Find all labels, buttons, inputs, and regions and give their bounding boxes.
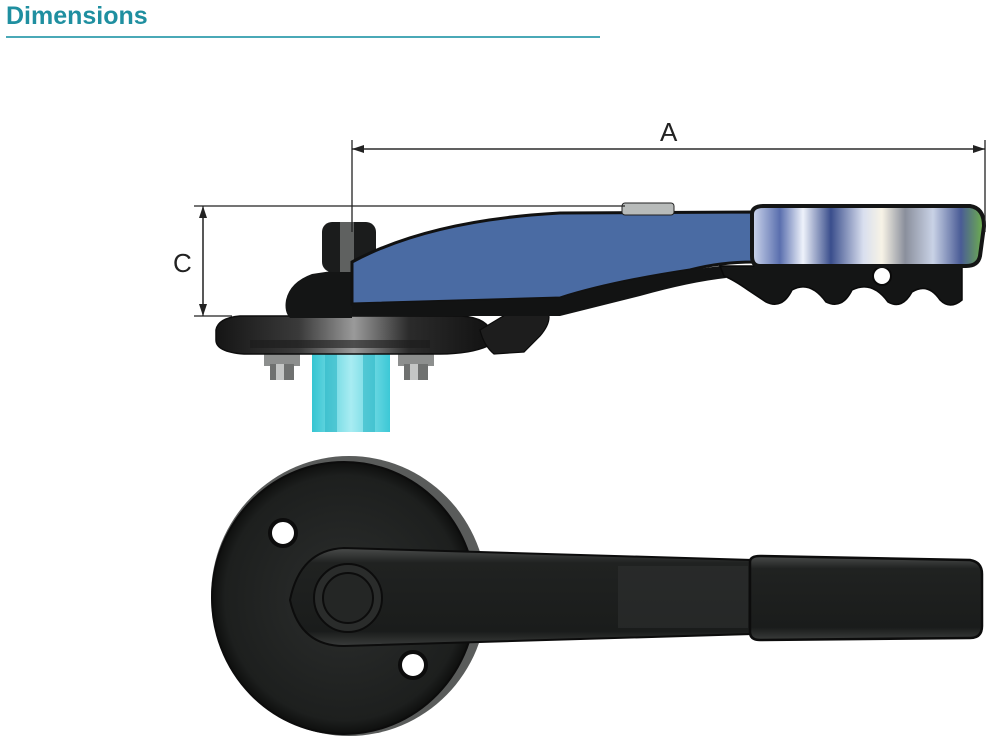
title-underline [6,36,600,38]
bolt-right [398,352,434,380]
grip-end [748,554,984,642]
mounting-hole-top [268,518,298,548]
top-view [211,456,984,736]
bolt-left [264,352,300,380]
mounting-hole-bottom [398,650,428,680]
dimension-a: A [351,117,986,232]
lever-body [350,210,756,306]
stop-lug [479,311,550,355]
dimension-c: C [173,205,625,317]
base-flange [215,315,493,355]
side-view [215,202,987,432]
grip-sleeve [750,204,987,268]
grip-notches [718,265,963,306]
dimension-c-label: C [173,248,192,278]
dimension-a-label: A [660,117,678,147]
lock-tab [621,202,675,216]
hub-cap [322,572,374,624]
page-title: Dimensions [6,2,148,30]
shaft [312,346,390,432]
